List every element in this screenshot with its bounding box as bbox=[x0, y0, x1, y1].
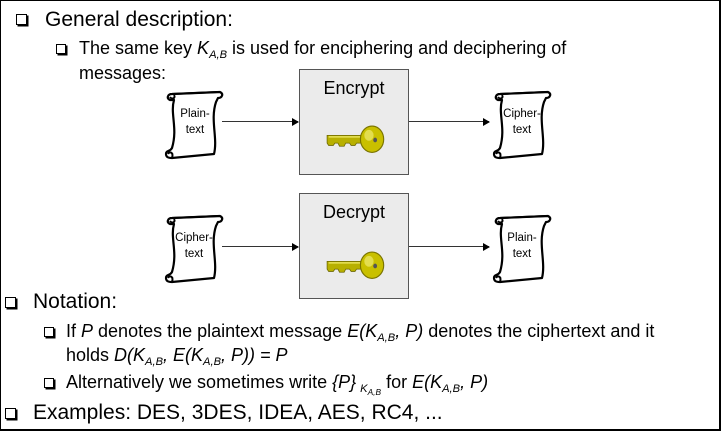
plaintext-output-label: Plain- text bbox=[507, 232, 537, 260]
bullet-icon bbox=[44, 378, 54, 388]
slide-border-bottom bbox=[0, 429, 721, 431]
examples-text: Examples: DES, 3DES, IDEA, AES, RC4, ... bbox=[33, 401, 443, 424]
arrow-ciphertext-to-decrypt bbox=[222, 242, 299, 251]
encrypt-box-title: Encrypt bbox=[323, 78, 385, 98]
bullet-icon bbox=[5, 297, 16, 308]
arrow-plaintext-to-encrypt bbox=[222, 117, 299, 126]
slide-border-right bbox=[719, 0, 721, 431]
bullet-icon bbox=[44, 327, 54, 337]
slide-border-top bbox=[0, 0, 721, 1]
arrow-decrypt-to-plaintext bbox=[409, 242, 490, 251]
general-description-heading: General description: bbox=[45, 8, 233, 31]
key-icon bbox=[324, 250, 386, 282]
arrow-encrypt-to-ciphertext bbox=[409, 117, 490, 126]
notation-item-decryption: holds D(KA,B, E(KA,B, P)) = P bbox=[66, 345, 288, 368]
ciphertext-output-label: Cipher- text bbox=[503, 108, 541, 136]
plaintext-input-label: Plain- text bbox=[180, 108, 210, 136]
same-key-text-line2: messages: bbox=[79, 63, 167, 83]
key-icon bbox=[324, 124, 386, 156]
encrypt-box: Encrypt bbox=[299, 69, 409, 175]
same-key-text: The same key KA,B is used for encipherin… bbox=[79, 38, 567, 61]
bullet-icon bbox=[16, 14, 27, 25]
slide-border-left bbox=[0, 0, 1, 431]
bullet-icon bbox=[56, 44, 66, 54]
bullet-icon bbox=[5, 408, 16, 419]
notation-item-encryption: If P denotes the plaintext message E(KA,… bbox=[66, 321, 655, 344]
notation-item-alternative: Alternatively we sometimes write {P}KA,B… bbox=[66, 372, 489, 397]
notation-heading: Notation: bbox=[33, 290, 118, 313]
decrypt-box-title: Decrypt bbox=[322, 202, 385, 222]
decrypt-box: Decrypt bbox=[299, 193, 409, 299]
ciphertext-input-label: Cipher- text bbox=[175, 232, 213, 260]
